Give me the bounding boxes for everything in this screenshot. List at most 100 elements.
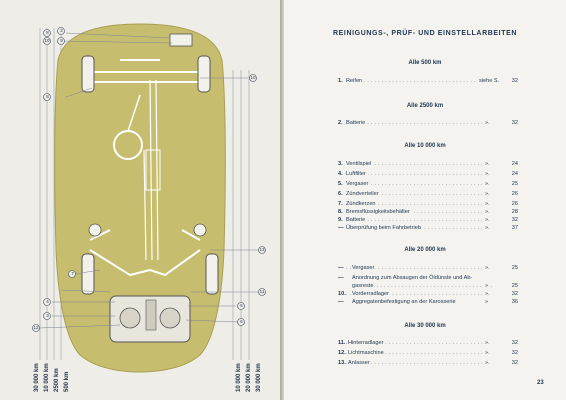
item-ref: » — [484, 265, 489, 271]
mileage-label-10000-right: 10 000 km — [236, 363, 242, 392]
item-label: Zündverteiler — [346, 191, 380, 197]
item-ref: » — [484, 181, 489, 187]
list-item: ........................................… — [338, 78, 518, 84]
item-label: Aggregatenbefestigung an der Karosserie — [352, 299, 457, 305]
list-item: ........................................… — [338, 217, 518, 223]
callout-label: 2 — [60, 28, 63, 33]
callout-label: 8 — [46, 30, 49, 35]
section-heading: Alle 2500 km — [406, 103, 444, 109]
item-ref: » — [484, 291, 489, 297]
callout-label: 10 — [250, 75, 256, 80]
maintenance-table: REINIGUNGS-, PRÜF- UND EINSTELLARBEITEN … — [284, 0, 566, 400]
item-ref: » — [484, 217, 489, 223]
list-item: ........................................… — [338, 201, 518, 207]
item-page: 32 — [511, 340, 518, 346]
callout-label: 5 — [240, 303, 243, 308]
item-ref: » — [484, 350, 489, 356]
item-page: 26 — [511, 201, 518, 207]
list-item: ........................................… — [338, 181, 518, 187]
item-label: gasreste — [352, 283, 375, 289]
list-item: ........................................… — [338, 191, 518, 197]
item-ref: » — [484, 171, 489, 177]
list-item: ........................................… — [338, 225, 518, 233]
mileage-label-10000: 10 000 km — [44, 363, 50, 392]
item-page: 36 — [511, 299, 518, 305]
item-number: — — [338, 225, 344, 231]
mileage-label-20000: 20 000 km — [246, 363, 252, 392]
section-heading: Alle 30 000 km — [404, 323, 446, 329]
item-label: Hinterradlager — [348, 340, 385, 346]
item-label: Zündkerzen — [346, 201, 377, 207]
item-number: 8. — [338, 209, 343, 215]
item-number: 6. — [338, 191, 343, 197]
car-body-silhouette — [54, 23, 226, 373]
item-ref: siehe S. — [478, 78, 500, 84]
page-number: 23 — [537, 380, 544, 386]
item-page: 32 — [511, 350, 518, 356]
item-number: 13. — [338, 360, 346, 366]
list-item: ........................................… — [338, 265, 518, 271]
callout-label: 6 — [240, 319, 243, 324]
rear-right-wheel — [205, 253, 219, 295]
car-chassis-diagram — [32, 23, 266, 373]
item-label: Batterie — [346, 120, 367, 126]
item-ref: » — [484, 360, 489, 366]
callout-label: 7 — [71, 271, 74, 276]
item-number: 9. — [338, 217, 343, 223]
list-item: — Anordnung zum Absaugen der Öldünste un… — [338, 275, 518, 283]
item-page: 32 — [511, 360, 518, 366]
item-ref: » — [484, 201, 489, 207]
list-item: — Aggregatenbefestigung an der Karosseri… — [338, 299, 518, 307]
front-axle — [92, 59, 200, 83]
engine-block — [109, 295, 191, 343]
pedal-box — [145, 149, 161, 191]
right-page — [284, 0, 566, 400]
mileage-label-2500: 2500 km — [54, 368, 60, 392]
item-ref: » — [484, 191, 489, 197]
callout-label: 12 — [33, 325, 39, 330]
rear-right-lamp — [193, 223, 207, 237]
item-label: Luftfilter — [346, 171, 367, 177]
section-heading: Alle 10 000 km — [404, 143, 446, 149]
item-label: Ventilspiel — [346, 161, 373, 167]
item-label: Batterie — [346, 217, 367, 223]
rear-left-wheel — [81, 253, 95, 295]
rear-suspension — [89, 229, 201, 277]
list-item: ........................................… — [338, 350, 518, 356]
item-page: 25 — [511, 283, 518, 289]
section-heading: Alle 20 000 km — [404, 247, 446, 253]
item-number: 3. — [338, 161, 343, 167]
mileage-label-500: 500 km — [64, 371, 70, 392]
callout-label: 13 — [259, 247, 265, 252]
callout-label: 9 — [60, 38, 63, 43]
callout-circles — [32, 27, 266, 332]
item-ref: » — [484, 299, 489, 305]
central-cables — [143, 79, 159, 261]
list-item: ........................................… — [338, 161, 518, 167]
item-number: 11. — [338, 340, 346, 346]
rear-left-lamp — [88, 223, 102, 237]
item-label: Reifen — [346, 78, 364, 84]
item-page: 32 — [511, 78, 518, 84]
callout-leader-lines — [39, 32, 258, 329]
item-label: Vorderradlager — [352, 291, 391, 297]
page-title: REINIGUNGS-, PRÜF- UND EINSTELLARBEITEN — [332, 30, 517, 37]
item-label: Bremsflüssigkeitsbehälter — [346, 209, 411, 215]
callout-label: 11 — [259, 289, 265, 294]
item-ref: » — [484, 340, 489, 346]
item-number: 1. — [338, 78, 343, 84]
item-number: — — [338, 265, 344, 271]
item-label: Überprüfung beim Fahrbetrieb — [346, 225, 422, 231]
item-ref: » — [484, 120, 489, 126]
item-label: Lichtmaschine — [348, 350, 385, 356]
item-number: 5. — [338, 181, 343, 187]
list-item: ........................................… — [338, 120, 518, 126]
item-page: 24 — [511, 161, 518, 167]
item-label: Anordnung zum Absaugen der Öldünste und … — [352, 275, 474, 281]
item-number: 2. — [338, 120, 343, 126]
item-page: 24 — [511, 171, 518, 177]
item-number: 10. — [338, 291, 346, 297]
item-page: 25 — [511, 181, 518, 187]
list-item: ........................................… — [338, 171, 518, 177]
callout-label: 8 — [46, 94, 49, 99]
